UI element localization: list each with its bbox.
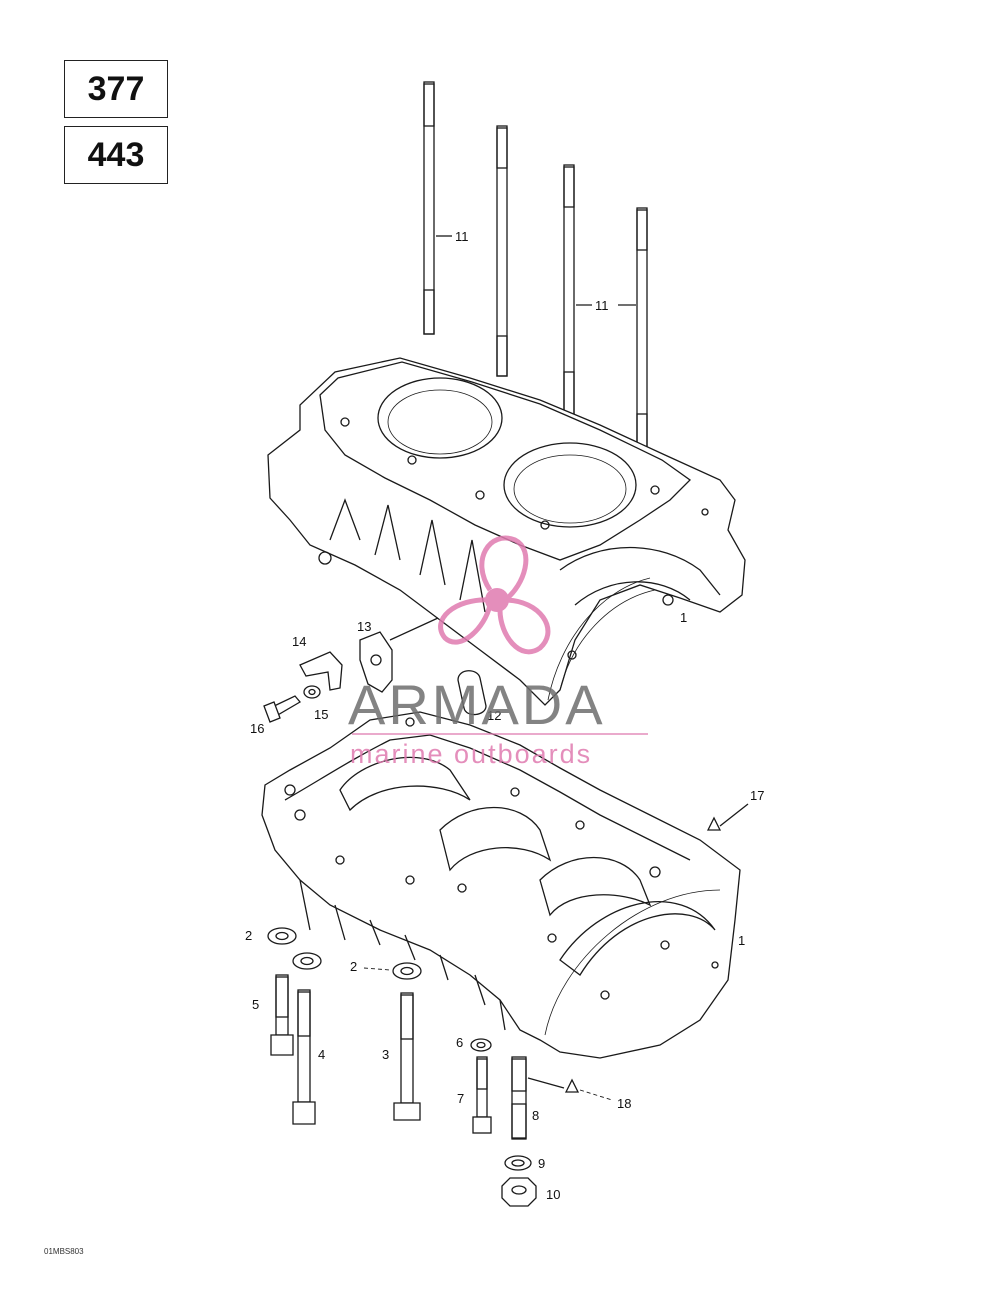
washer-9 xyxy=(504,1155,532,1171)
callout-15: 15 xyxy=(314,707,328,722)
leader-line-17 xyxy=(719,803,749,827)
washer-2 xyxy=(267,927,297,945)
leader-line-18 xyxy=(579,1089,613,1101)
leader-line-13 xyxy=(389,617,439,641)
callout-17: 17 xyxy=(750,788,764,803)
plug-12 xyxy=(457,670,487,716)
cylinder-stud xyxy=(636,207,648,457)
fitting-17 xyxy=(706,816,722,831)
screw-7 xyxy=(472,1056,492,1134)
callout-9: 9 xyxy=(538,1156,545,1171)
watermark-brand: ARMADA xyxy=(348,673,606,736)
callout-5: 5 xyxy=(252,997,259,1012)
clip-14 xyxy=(299,651,343,691)
drawing-code: 01MBS803 xyxy=(44,1247,84,1256)
screw-5 xyxy=(270,974,294,1056)
screw-3 xyxy=(393,992,421,1121)
callout-2: 2 xyxy=(350,959,357,974)
washer-2 xyxy=(392,962,422,980)
callout-1: 1 xyxy=(738,933,745,948)
watermark: ARMADA marine outboards xyxy=(348,535,648,769)
model-code-box-377: 377 xyxy=(64,60,168,118)
lower-crankcase-half xyxy=(261,711,741,1059)
cylinder-stud xyxy=(423,81,435,335)
watermark-tagline: marine outboards xyxy=(350,739,592,769)
upper-crankcase-half xyxy=(267,357,746,706)
screw-16 xyxy=(263,695,301,723)
nut-10 xyxy=(501,1177,537,1207)
callout-11: 11 xyxy=(595,298,609,313)
model-code-box-443: 443 xyxy=(64,126,168,184)
fitting-18 xyxy=(564,1078,580,1093)
callout-13: 13 xyxy=(357,619,371,634)
callout-2: 2 xyxy=(245,928,252,943)
propeller-logo-icon xyxy=(438,535,551,655)
callout-12: 12 xyxy=(487,708,501,723)
bracket-13 xyxy=(359,631,393,693)
leader-line-8 xyxy=(527,1077,565,1089)
callout-8: 8 xyxy=(532,1108,539,1123)
leader-line-2 xyxy=(363,967,391,971)
callout-11: 11 xyxy=(455,229,469,244)
callout-14: 14 xyxy=(292,634,306,649)
callout-18: 18 xyxy=(617,1096,631,1111)
stud-8 xyxy=(511,1056,527,1140)
washer-6 xyxy=(470,1038,492,1052)
callout-labels: 11 11 1 13 14 15 16 12 17 1 2 2 5 4 3 6 … xyxy=(245,229,764,1202)
callout-7: 7 xyxy=(457,1091,464,1106)
cylinder-stud xyxy=(563,164,575,417)
washer-15 xyxy=(303,685,321,699)
callout-4: 4 xyxy=(318,1047,325,1062)
callout-6: 6 xyxy=(456,1035,463,1050)
callout-1: 1 xyxy=(680,610,687,625)
callout-3: 3 xyxy=(382,1047,389,1062)
callout-16: 16 xyxy=(250,721,264,736)
callout-10: 10 xyxy=(546,1187,560,1202)
screw-4 xyxy=(292,989,316,1125)
cylinder-stud xyxy=(496,125,508,377)
cylinder-stud-group xyxy=(423,81,648,457)
washer-2 xyxy=(292,952,322,970)
